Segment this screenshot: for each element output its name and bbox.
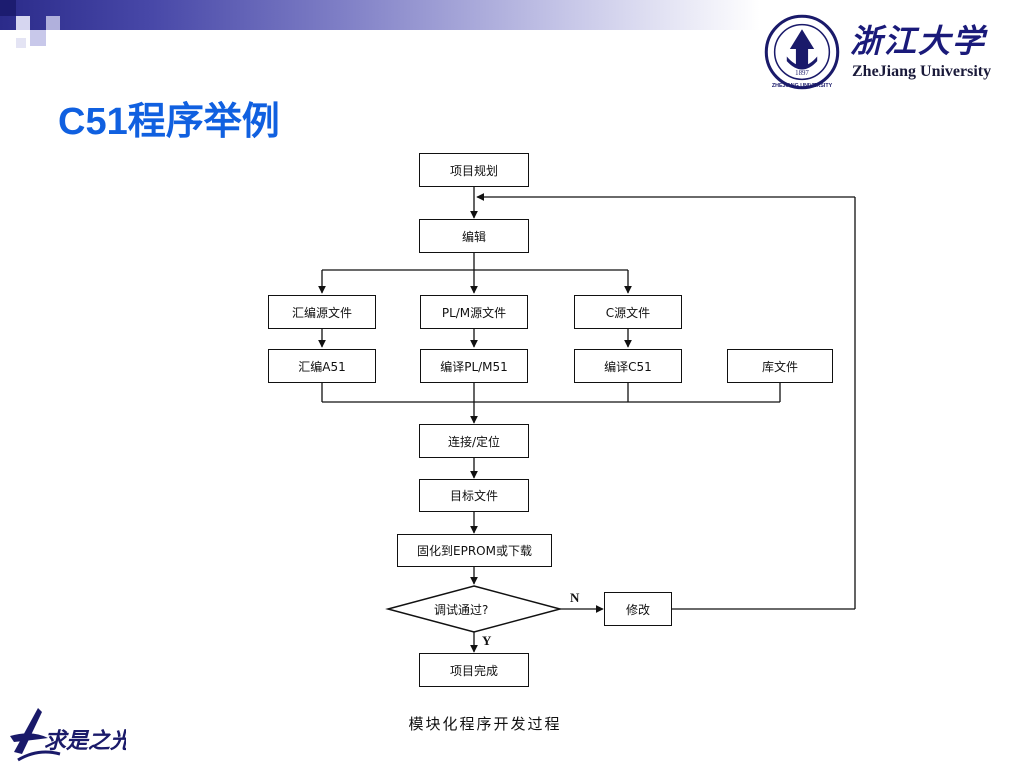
node-edit: 编辑 xyxy=(419,219,529,253)
deco-square-mid xyxy=(30,30,46,46)
slide-title: C51程序举例 xyxy=(58,101,280,143)
diagram-caption: 模块化程序开发过程 xyxy=(0,713,1024,734)
deco-square-light xyxy=(16,16,30,30)
deco-square-mid xyxy=(46,16,60,30)
label-no: N xyxy=(570,590,580,605)
node-modify: 修改 xyxy=(604,592,672,626)
calligraphy-logo-icon: 求是之光 xyxy=(10,708,126,762)
node-c-source: C源文件 xyxy=(574,295,682,329)
calligraphy-logo-text: 求是之光 xyxy=(44,728,126,754)
label-yes: Y xyxy=(482,633,492,648)
university-seal-icon: 1897 ZHEJIANG UNIVERSITY xyxy=(764,14,840,90)
node-asm-a51: 汇编A51 xyxy=(268,349,376,383)
node-link-locate: 连接/定位 xyxy=(419,424,529,458)
node-library: 库文件 xyxy=(727,349,833,383)
university-name-cn: 浙江大学 xyxy=(850,22,987,60)
node-compile-c51: 编译C51 xyxy=(574,349,682,383)
seal-year: 1897 xyxy=(795,70,809,77)
university-name-en: ZheJiang University xyxy=(852,63,992,80)
node-project-plan: 项目规划 xyxy=(419,153,529,187)
university-logo: 1897 ZHEJIANG UNIVERSITY 浙江大学 ZheJiang U… xyxy=(758,10,1018,90)
node-target-file: 目标文件 xyxy=(419,479,529,512)
diagram-caption-text: 模块化程序开发过程 xyxy=(408,715,562,733)
node-project-done: 项目完成 xyxy=(419,653,529,687)
decision-debug-pass: 调试通过? xyxy=(434,603,489,617)
node-burn-download: 固化到EPROM或下载 xyxy=(397,534,552,567)
seal-text: ZHEJIANG UNIVERSITY xyxy=(772,83,833,89)
node-plm-source: PL/M源文件 xyxy=(420,295,528,329)
deco-square-light xyxy=(16,38,26,48)
deco-square-dark xyxy=(0,0,16,16)
node-asm-source: 汇编源文件 xyxy=(268,295,376,329)
node-compile-plm51: 编译PL/M51 xyxy=(420,349,528,383)
header-gradient-strip xyxy=(0,0,760,30)
